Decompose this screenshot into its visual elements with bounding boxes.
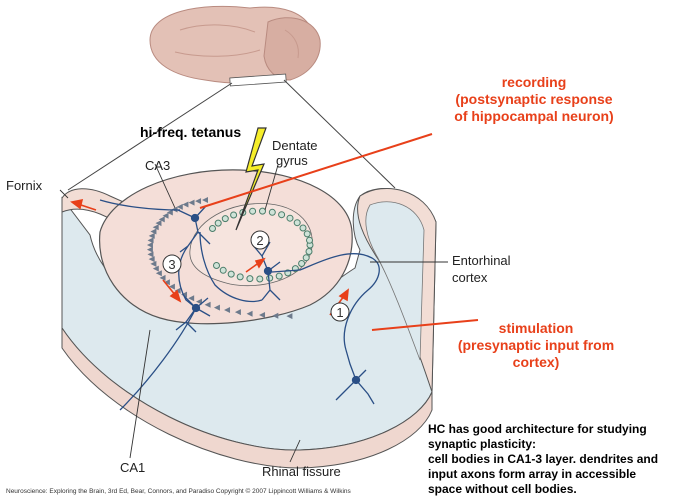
- recording-line3: of hippocampal neuron): [414, 108, 654, 125]
- granule-cell: [220, 267, 226, 273]
- granule-cell: [215, 220, 221, 226]
- granule-cell: [228, 271, 234, 277]
- note-line2: synaptic plasticity:: [428, 437, 678, 452]
- granule-cell: [260, 208, 266, 214]
- dentate-label-line2: gyrus: [276, 153, 308, 168]
- entorhinal-label-line1: Entorhinal: [452, 253, 511, 268]
- copyright-credit: Neuroscience: Exploring the Brain, 3rd E…: [6, 488, 351, 495]
- dentate-label-line1: Dentate: [272, 138, 318, 153]
- pathway-marker-2-label: 2: [256, 233, 263, 248]
- granule-cell: [303, 255, 309, 261]
- recording-line2: (postsynaptic response: [414, 91, 654, 108]
- ca1-label: CA1: [120, 460, 145, 475]
- granule-cell: [210, 226, 216, 232]
- note-line3: cell bodies in CA1-3 layer. dendrites an…: [428, 452, 678, 467]
- granule-cell: [307, 237, 313, 243]
- brain-illustration: [150, 6, 320, 86]
- granule-cell: [276, 273, 282, 279]
- stimulation-line3: cortex): [416, 354, 656, 371]
- entorhinal-label-line2: cortex: [452, 270, 487, 285]
- ca3-label: CA3: [145, 158, 170, 173]
- granule-cell: [231, 212, 237, 218]
- tetanus-label: hi-freq. tetanus: [140, 125, 241, 140]
- granule-cell: [269, 209, 275, 215]
- recording-annotation: recording (postsynaptic response of hipp…: [414, 74, 654, 125]
- granule-cell: [267, 275, 273, 281]
- note-line5: space without cell bodies.: [428, 482, 678, 497]
- granule-cell: [304, 231, 310, 237]
- note-line1: HC has good architecture for studying: [428, 422, 678, 437]
- granule-cell: [214, 263, 220, 269]
- granule-cell: [257, 276, 263, 282]
- recording-line1: recording: [414, 74, 654, 91]
- hippocampal-slice: [62, 170, 436, 468]
- granule-cell: [306, 249, 312, 255]
- granule-cell: [279, 212, 285, 218]
- granule-cell: [299, 261, 305, 267]
- rhinal-fissure-label: Rhinal fissure: [262, 464, 341, 479]
- stimulation-annotation: stimulation (presynaptic input from cort…: [416, 320, 656, 371]
- granule-cell: [222, 216, 228, 222]
- granule-cell: [247, 276, 253, 282]
- pathway-marker-3-label: 3: [168, 257, 175, 272]
- granule-cell: [237, 274, 243, 280]
- granule-cell: [294, 220, 300, 226]
- note-line4: input axons form array in accessible: [428, 467, 678, 482]
- pathway-marker-1-label: 1: [336, 305, 343, 320]
- granule-cell: [287, 215, 293, 221]
- fornix-label: Fornix: [6, 178, 42, 193]
- stimulation-line1: stimulation: [416, 320, 656, 337]
- granule-cell: [300, 225, 306, 231]
- stimulation-line2: (presynaptic input from: [416, 337, 656, 354]
- architecture-note: HC has good architecture for studying sy…: [428, 422, 678, 497]
- granule-cell: [250, 208, 256, 214]
